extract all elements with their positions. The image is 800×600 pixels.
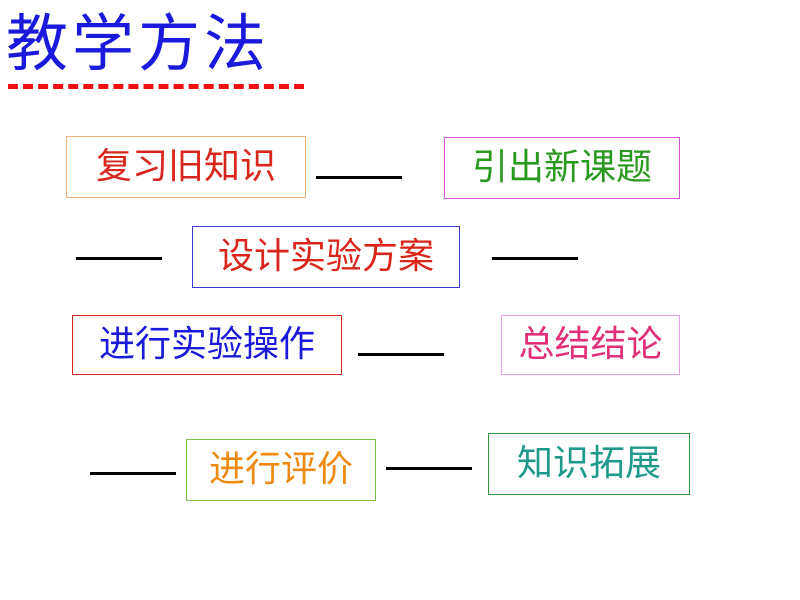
connector-dash xyxy=(90,472,176,475)
step-design-experiment-plan: 设计实验方案 xyxy=(192,226,460,288)
step-label: 总结结论 xyxy=(518,324,663,365)
step-review-old-knowledge: 复习旧知识 xyxy=(66,136,306,198)
step-label: 引出新课题 xyxy=(471,147,652,188)
step-introduce-new-topic: 引出新课题 xyxy=(444,137,680,199)
connector-dash xyxy=(76,257,162,260)
step-summarize-conclusion: 总结结论 xyxy=(501,315,680,375)
connector-dash xyxy=(492,257,578,260)
step-perform-experiment: 进行实验操作 xyxy=(72,315,342,375)
step-label: 知识拓展 xyxy=(516,443,661,484)
connector-dash xyxy=(386,467,472,470)
title-underline xyxy=(8,84,304,89)
step-knowledge-extension: 知识拓展 xyxy=(488,433,690,495)
step-label: 复习旧知识 xyxy=(95,146,276,187)
connector-dash xyxy=(316,176,402,179)
page-title: 教学方法 xyxy=(6,7,271,80)
connector-dash xyxy=(358,353,444,356)
step-label: 进行实验操作 xyxy=(98,324,315,365)
step-label: 设计实验方案 xyxy=(217,236,434,277)
step-label: 进行评价 xyxy=(208,449,353,490)
step-evaluate: 进行评价 xyxy=(186,439,376,501)
